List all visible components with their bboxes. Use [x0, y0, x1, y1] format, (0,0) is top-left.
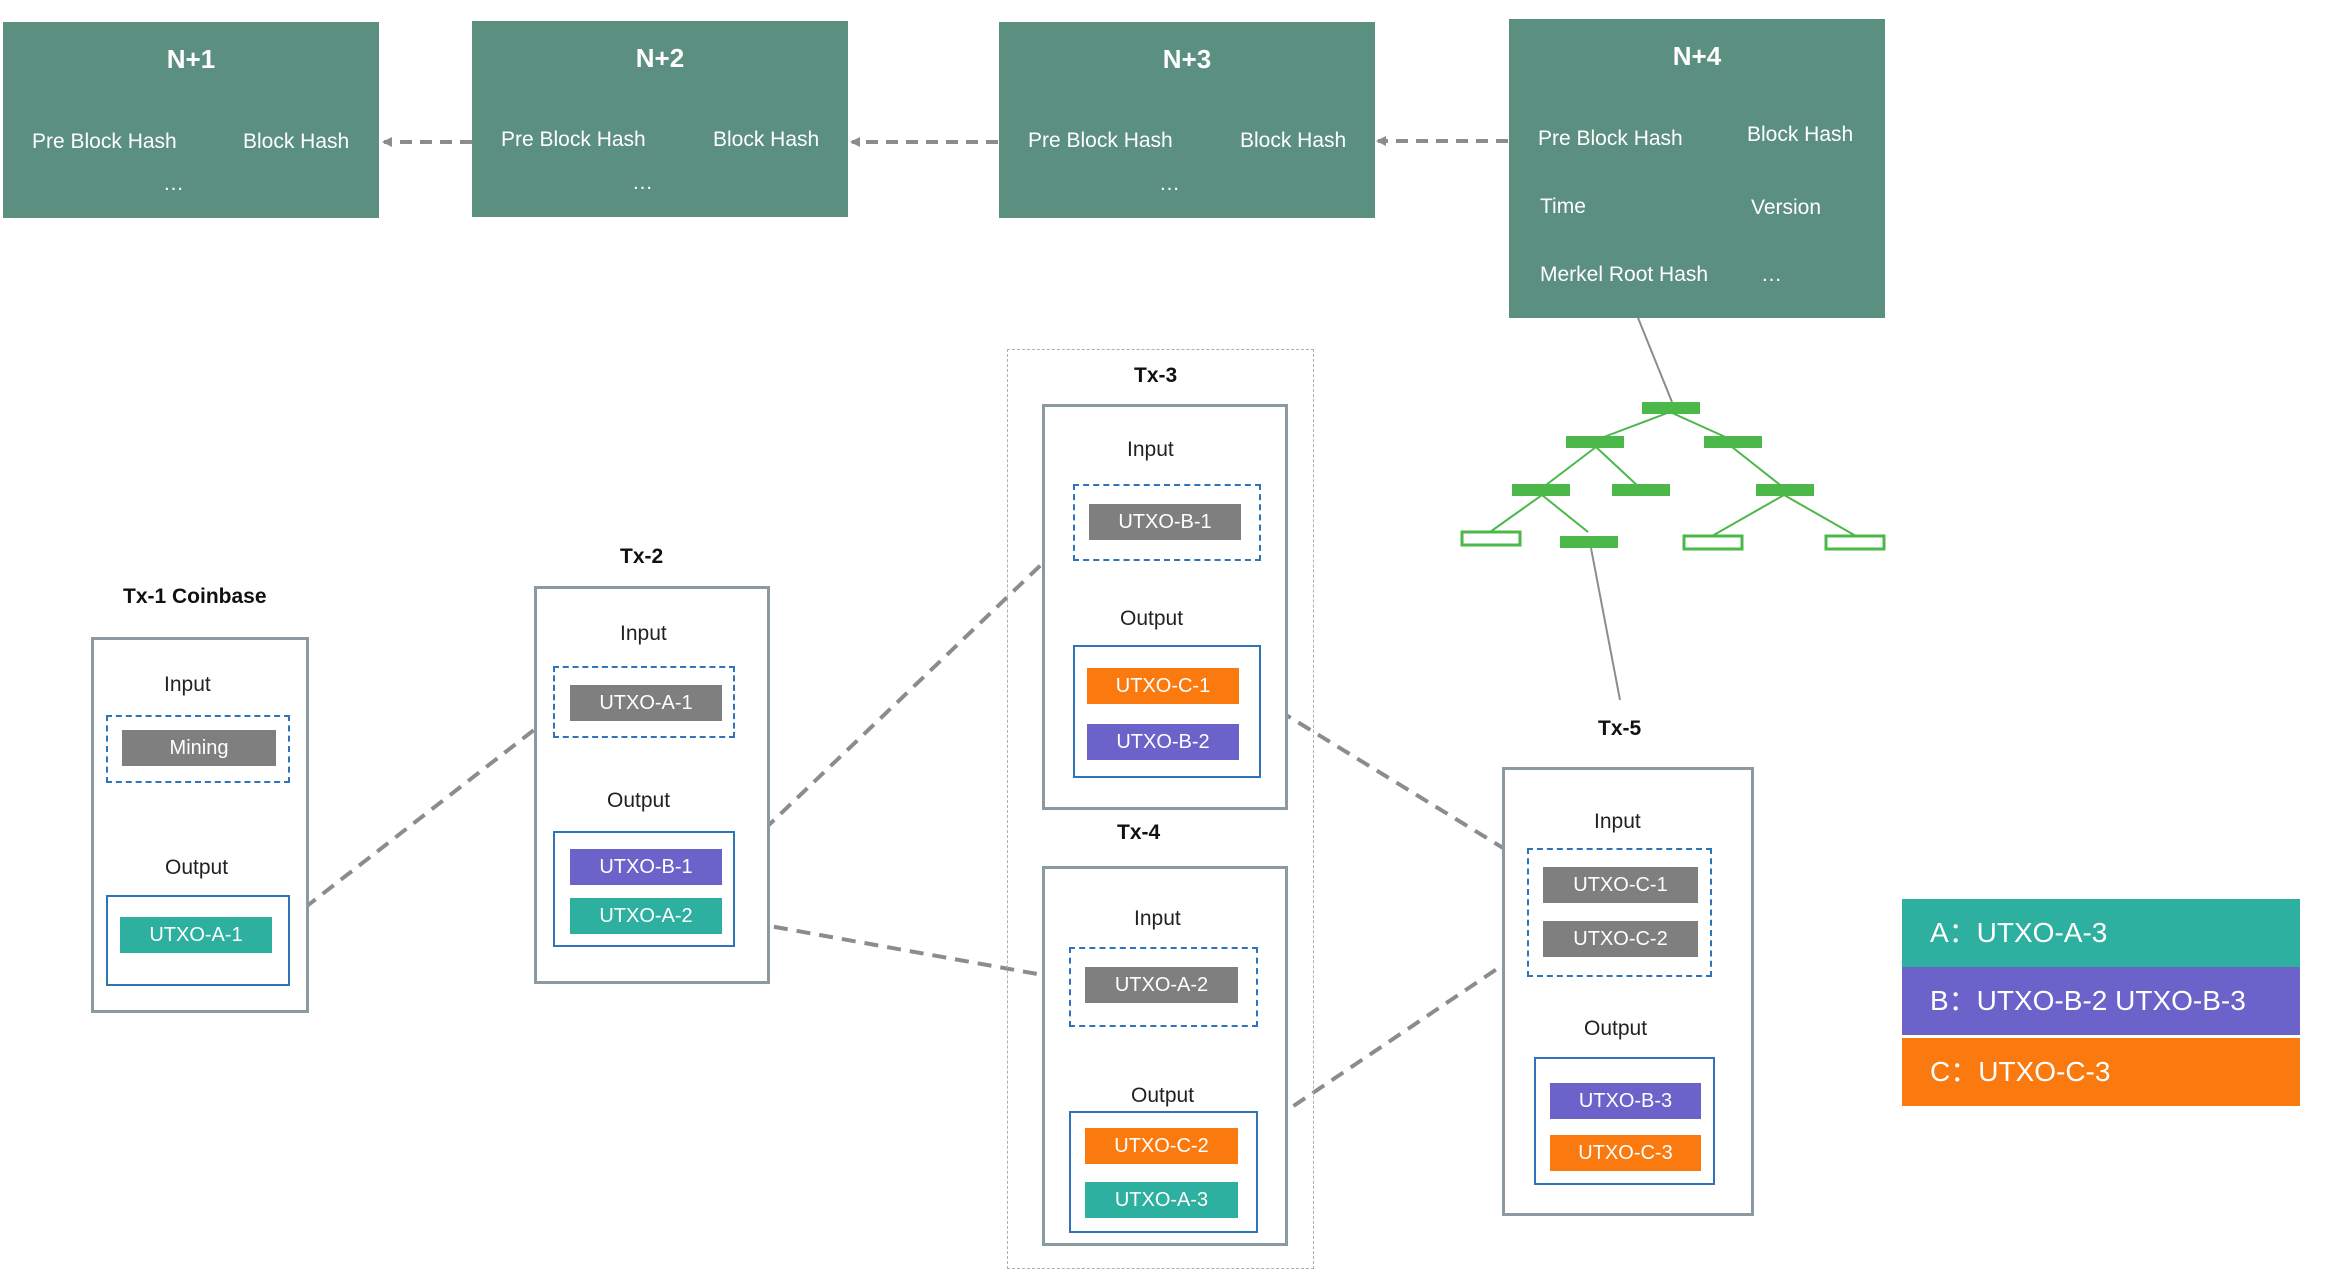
tx1-input-label: Input — [164, 673, 211, 696]
legend-c: C：UTXO-C-3 — [1902, 1038, 2300, 1106]
merkle-root-node — [1642, 402, 1700, 414]
utxo-a-2-input: UTXO-A-2 — [1085, 967, 1238, 1003]
utxo-arrow-b1 — [724, 516, 1092, 868]
block-hash-label: Block Hash — [713, 128, 820, 151]
legend-b: B：UTXO-B-2 UTXO-B-3 — [1902, 967, 2300, 1035]
utxo-mining: Mining — [122, 730, 276, 766]
tx2-output-label: Output — [607, 789, 671, 812]
merkle-node — [1756, 484, 1814, 496]
ellipsis-label: … — [1761, 263, 1782, 286]
merkle-leaf-node — [1560, 536, 1618, 548]
legend-a: A：UTXO-A-3 — [1902, 899, 2300, 967]
merkle-leaf-node — [1682, 534, 1744, 551]
utxo-arrow-a1 — [274, 700, 572, 932]
utxo-c-1-output: UTXO-C-1 — [1087, 668, 1239, 704]
utxo-b-1-output: UTXO-B-1 — [570, 849, 722, 885]
tx3-title: Tx-3 — [1134, 364, 1178, 387]
block-title: N+1 — [166, 44, 216, 74]
utxo-c-1-input: UTXO-C-1 — [1543, 867, 1698, 903]
block-title: N+3 — [1162, 44, 1212, 74]
block-n1: N+1 Pre Block Hash Block Hash … — [3, 22, 379, 218]
tx4-title: Tx-4 — [1117, 821, 1161, 844]
pre-block-hash-label: Pre Block Hash — [501, 128, 646, 151]
tx5-input-group — [1527, 848, 1712, 977]
block-title: N+2 — [635, 43, 685, 73]
block-title: N+4 — [1672, 41, 1722, 71]
merkle-leaf-node — [1824, 534, 1886, 551]
block-n2: N+2 Pre Block Hash Block Hash … — [472, 21, 848, 217]
tx5-title: Tx-5 — [1598, 717, 1642, 740]
tx2-output-group — [553, 831, 735, 947]
tx5-output-group — [1534, 1057, 1715, 1185]
merkle-tx-link — [1590, 547, 1621, 701]
block-hash-label: Block Hash — [243, 130, 350, 153]
tx4-output-label: Output — [1131, 1084, 1195, 1107]
merkle-node — [1612, 484, 1670, 496]
utxo-a-2-output: UTXO-A-2 — [570, 898, 722, 934]
version-label: Version — [1751, 196, 1822, 219]
block-hash-label: Block Hash — [1747, 123, 1854, 146]
ellipsis-label: … — [163, 172, 184, 195]
merkle-root-hash-label: Merkel Root Hash — [1540, 263, 1709, 286]
tx4-output-group — [1069, 1111, 1258, 1233]
tx4-input-group — [1069, 947, 1258, 1027]
utxo-a-1-input: UTXO-A-1 — [570, 685, 722, 721]
tx1-input-group — [106, 715, 290, 783]
tx5-input-label: Input — [1594, 810, 1641, 833]
tx3-output-label: Output — [1120, 607, 1184, 630]
utxo-arrow-c2 — [1238, 942, 1536, 1144]
tx3-input-group — [1073, 484, 1261, 561]
tx3-output-group — [1073, 645, 1261, 778]
pre-block-hash-label: Pre Block Hash — [1538, 127, 1683, 150]
utxo-a-1-output: UTXO-A-1 — [120, 917, 272, 953]
tx1-output-label: Output — [165, 856, 229, 879]
tx2-title: Tx-2 — [620, 545, 664, 568]
tx2-input-group — [553, 666, 735, 738]
tx3-input-label: Input — [1127, 438, 1174, 461]
utxo-c-3-output: UTXO-C-3 — [1550, 1135, 1701, 1171]
tx1-title: Tx-1 Coinbase — [123, 585, 267, 608]
block-n3: N+3 Pre Block Hash Block Hash … — [999, 22, 1375, 218]
utxo-arrow-a2 — [723, 914, 1083, 984]
tx5-output-label: Output — [1584, 1017, 1648, 1040]
time-label: Time — [1540, 195, 1586, 218]
tx1-output-group — [106, 895, 290, 986]
utxo-arrow-c1 — [1240, 686, 1528, 864]
utxo-b-1-input: UTXO-B-1 — [1089, 504, 1241, 540]
pre-block-hash-label: Pre Block Hash — [1028, 129, 1173, 152]
tx5-box — [1502, 767, 1754, 1216]
utxo-c-2-input: UTXO-C-2 — [1543, 921, 1698, 957]
block-hash-label: Block Hash — [1240, 129, 1347, 152]
utxo-c-2-output: UTXO-C-2 — [1085, 1128, 1238, 1164]
utxo-b-3-output: UTXO-B-3 — [1550, 1083, 1701, 1119]
merkle-node — [1704, 436, 1762, 448]
merkle-node — [1566, 436, 1624, 448]
merkle-leaf-node — [1460, 530, 1522, 547]
tx3-tx4-group — [1007, 349, 1314, 1269]
ellipsis-label: … — [632, 171, 653, 194]
utxo-b-2-output: UTXO-B-2 — [1087, 724, 1239, 760]
tx2-input-label: Input — [620, 622, 667, 645]
utxo-a-3-output: UTXO-A-3 — [1085, 1182, 1238, 1218]
merkle-node — [1512, 484, 1570, 496]
tx4-input-label: Input — [1134, 907, 1181, 930]
ellipsis-label: … — [1159, 172, 1180, 195]
block-n4: N+4 Pre Block Hash Block Hash Time Versi… — [1509, 19, 1885, 318]
pre-block-hash-label: Pre Block Hash — [32, 130, 177, 153]
